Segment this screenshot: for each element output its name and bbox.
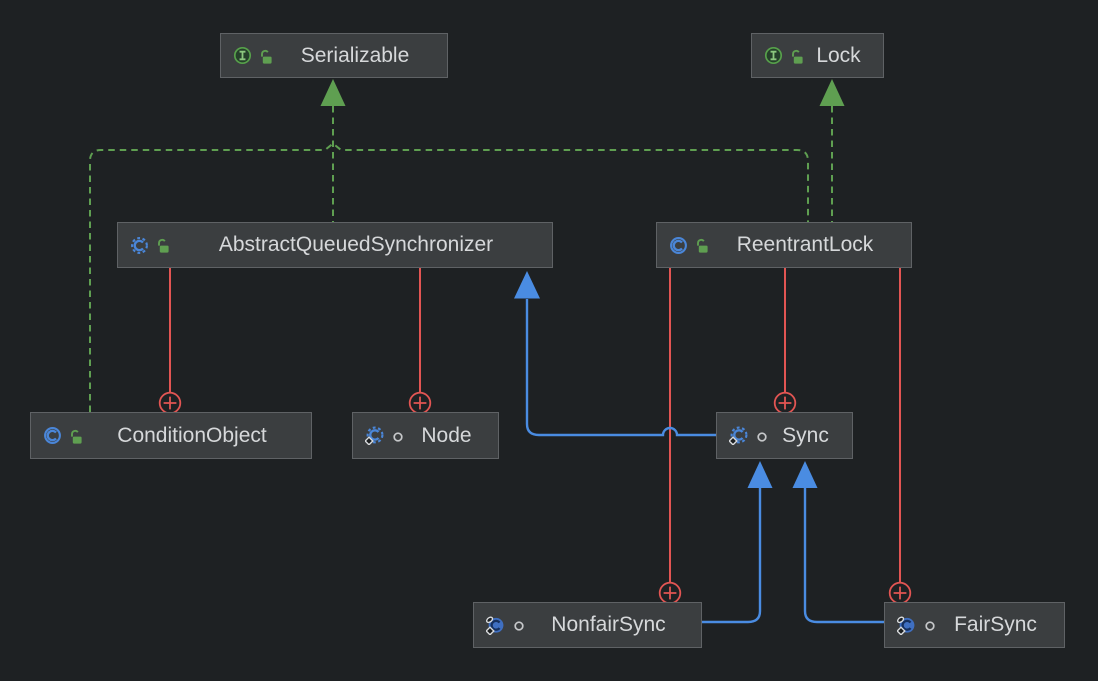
interface-icon	[233, 46, 252, 65]
edge-fairsync-extends-sync	[792, 461, 884, 624]
class-name-label: Lock	[816, 43, 861, 67]
edge-implements-serializable	[89, 79, 809, 412]
package-private-icon	[510, 616, 528, 634]
class-node-nonfair-sync[interactable]: NonfairSync	[473, 602, 702, 648]
class-name-label: Sync	[782, 423, 829, 447]
inner-class-anchor-nonfairsync	[658, 581, 682, 605]
class-node-reentrant-lock[interactable]: ReentrantLock	[656, 222, 912, 268]
class-icon	[43, 426, 62, 445]
class-name-label: AbstractQueuedSynchronizer	[218, 233, 494, 256]
arrowhead-lock	[819, 79, 845, 106]
node-icons	[669, 236, 711, 255]
class-node-sync[interactable]: Sync	[716, 412, 853, 459]
unlocked-padlock-icon	[154, 236, 172, 254]
node-icons	[43, 426, 85, 445]
edge-aqs-inner-node	[408, 268, 432, 415]
edge-reentrantlock-implements-lock	[819, 79, 845, 222]
class-name-label: FairSync	[954, 613, 1037, 636]
unlocked-padlock-icon	[67, 427, 85, 445]
unlocked-padlock-icon	[788, 47, 806, 65]
interface-icon	[764, 46, 783, 65]
abstract-class-icon	[130, 236, 149, 255]
class-node-abstract-queued-synchronizer[interactable]: AbstractQueuedSynchronizer	[117, 222, 553, 268]
class-node-fair-sync[interactable]: FairSync	[884, 602, 1065, 648]
edge-aqs-inner-conditionobject	[158, 268, 182, 415]
class-node-node[interactable]: Node	[352, 412, 499, 459]
arrowhead-sync-right	[792, 461, 818, 488]
abstract-static-class-icon	[365, 426, 384, 445]
edge-sync-extends-aqs	[514, 271, 716, 437]
inner-class-anchor-fairsync	[888, 581, 912, 605]
package-private-icon	[389, 427, 407, 445]
edge-reentrantlock-inner-fairsync	[888, 268, 912, 605]
inner-class-anchor-sync	[773, 391, 797, 415]
package-private-icon	[921, 616, 939, 634]
abstract-static-class-icon	[729, 426, 748, 445]
class-name-label: NonfairSync	[551, 613, 666, 636]
package-private-icon	[753, 427, 771, 445]
class-node-condition-object[interactable]: ConditionObject	[30, 412, 312, 459]
class-node-lock[interactable]: Lock	[751, 33, 884, 78]
node-icons	[233, 46, 275, 65]
edge-reentrantlock-inner-sync	[773, 268, 797, 415]
inner-class-anchor-node	[408, 391, 432, 415]
node-icons	[764, 46, 806, 65]
inner-class-anchor-conditionobject	[158, 391, 182, 415]
node-icons	[729, 426, 771, 445]
node-icons	[897, 616, 939, 635]
class-name-label: Node	[421, 423, 472, 447]
arrowhead-aqs	[514, 271, 540, 299]
edge-reentrantlock-inner-nonfairsync	[658, 268, 682, 605]
node-icons	[365, 426, 407, 445]
class-name-label: ReentrantLock	[736, 233, 874, 256]
class-name-label: ConditionObject	[117, 423, 267, 447]
final-static-class-icon	[897, 616, 916, 635]
class-icon	[669, 236, 688, 255]
unlocked-padlock-icon	[693, 236, 711, 254]
node-icons	[130, 236, 172, 255]
class-node-serializable[interactable]: Serializable	[220, 33, 448, 78]
arrowhead-serializable	[320, 79, 346, 106]
unlocked-padlock-icon	[257, 47, 275, 65]
arrowhead-sync-left	[747, 461, 773, 488]
edge-nonfairsync-extends-sync	[702, 461, 773, 624]
final-static-class-icon	[486, 616, 505, 635]
class-name-label: Serializable	[300, 43, 410, 67]
node-icons	[486, 616, 528, 635]
